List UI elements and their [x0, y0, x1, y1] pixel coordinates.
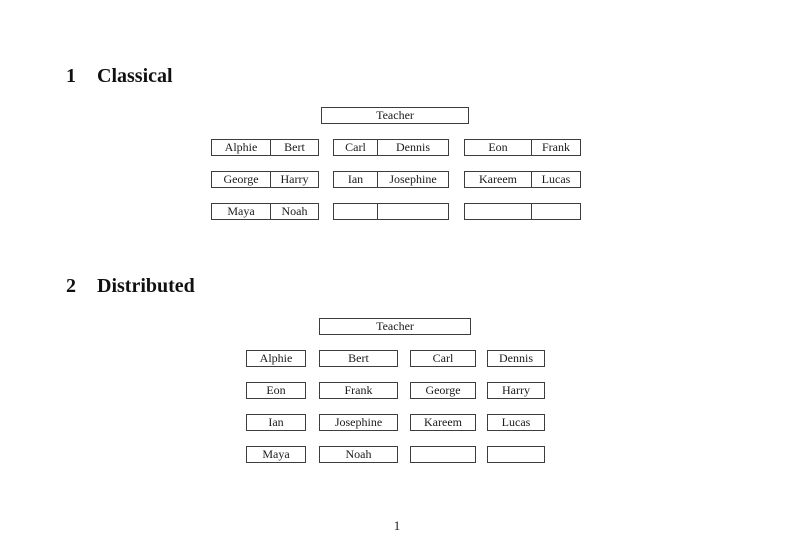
desk-seat: Maya — [227, 204, 255, 218]
classical-desk: Carl Dennis — [333, 139, 449, 156]
seat-label: Noah — [345, 447, 372, 461]
desk-seat: George — [223, 172, 259, 186]
seat-label: Dennis — [499, 351, 533, 365]
desk-seat: Ian — [347, 172, 364, 186]
section-number: 2 — [66, 275, 76, 297]
desk-seat — [334, 204, 377, 219]
distributed-seat-box: Maya — [246, 446, 306, 463]
distributed-seat-box-empty — [410, 446, 476, 463]
desk-seat: Bert — [270, 140, 318, 155]
desk-seat: Dennis — [377, 140, 448, 155]
seat-label: Harry — [502, 383, 530, 397]
classical-desk: Eon Frank — [464, 139, 581, 156]
desk-seat: Harry — [270, 172, 318, 187]
desk-seat: Josephine — [377, 172, 448, 187]
section-title: Classical — [97, 65, 173, 87]
seat-label: Carl — [432, 351, 454, 365]
seat-label: Ian — [268, 415, 284, 429]
seat-label: Frank — [344, 383, 373, 397]
desk-seat: Frank — [531, 140, 580, 155]
classical-desk-empty — [333, 203, 449, 220]
desk-seat: Kareem — [479, 172, 517, 186]
section-heading-distributed: 2 Distributed — [66, 276, 195, 296]
distributed-seat-box: Lucas — [487, 414, 545, 431]
classical-teacher-box: Teacher — [321, 107, 469, 124]
seat-label: Maya — [262, 447, 290, 461]
teacher-label: Teacher — [376, 108, 414, 122]
distributed-seat-box: Eon — [246, 382, 306, 399]
distributed-seat-box: Alphie — [246, 350, 306, 367]
desk-seat: Eon — [488, 140, 508, 154]
classical-desk-empty — [464, 203, 581, 220]
desk-seat: Lucas — [531, 172, 580, 187]
distributed-seat-box: Josephine — [319, 414, 398, 431]
seat-label: Kareem — [424, 415, 462, 429]
classical-desk: Ian Josephine — [333, 171, 449, 188]
seat-label: Bert — [348, 351, 369, 365]
desk-seat: Alphie — [224, 140, 258, 154]
distributed-seat-box: George — [410, 382, 476, 399]
distributed-seat-box-empty — [487, 446, 545, 463]
teacher-label: Teacher — [376, 319, 414, 333]
distributed-seat-box: Noah — [319, 446, 398, 463]
distributed-teacher-box: Teacher — [319, 318, 471, 335]
distributed-seat-box: Dennis — [487, 350, 545, 367]
classical-desk: Kareem Lucas — [464, 171, 581, 188]
classical-desk: George Harry — [211, 171, 319, 188]
distributed-seat-box: Harry — [487, 382, 545, 399]
classical-desk: Maya Noah — [211, 203, 319, 220]
seat-label: Eon — [266, 383, 286, 397]
section-heading-classical: 1 Classical — [66, 66, 173, 86]
page-number: 1 — [393, 518, 401, 533]
section-title: Distributed — [97, 275, 195, 297]
desk-seat — [531, 204, 580, 219]
desk-seat — [465, 204, 531, 219]
seat-label: Lucas — [501, 415, 531, 429]
seat-label: Alphie — [259, 351, 293, 365]
classical-desk: Alphie Bert — [211, 139, 319, 156]
desk-seat: Carl — [345, 140, 366, 154]
desk-seat: Noah — [270, 204, 318, 219]
section-number: 1 — [66, 65, 76, 87]
distributed-seat-box: Bert — [319, 350, 398, 367]
seat-label: Josephine — [334, 415, 383, 429]
distributed-seat-box: Kareem — [410, 414, 476, 431]
distributed-seat-box: Ian — [246, 414, 306, 431]
desk-seat — [377, 204, 448, 219]
distributed-seat-box: Carl — [410, 350, 476, 367]
seat-label: George — [425, 383, 461, 397]
distributed-seat-box: Frank — [319, 382, 398, 399]
